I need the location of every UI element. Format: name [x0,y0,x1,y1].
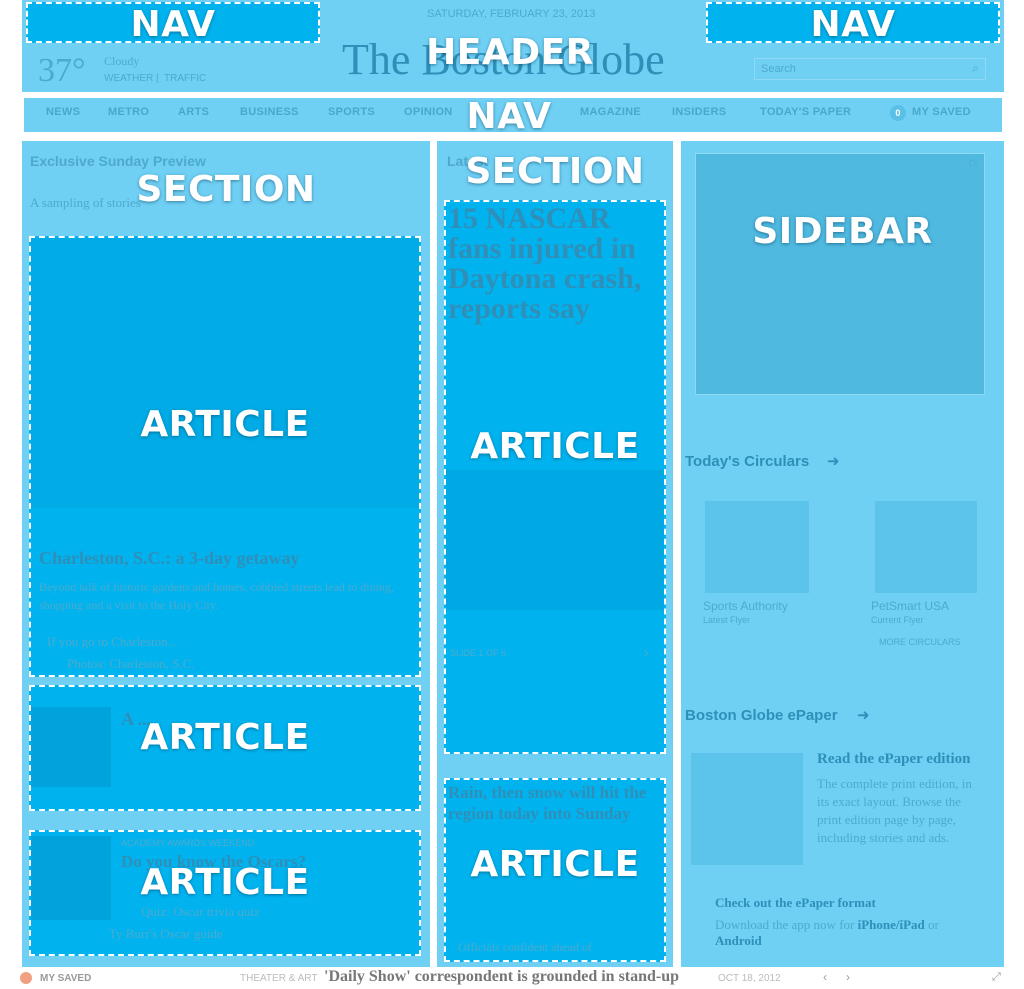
arrow-right-icon: ➜ [827,453,840,470]
article-label: ARTICLE [140,862,310,903]
slide-counter: SLIDE 1 OF 6 [450,648,507,658]
nav-label: NAV [466,96,552,137]
article-left-3[interactable]: ACADEMY AWARDS WEEKEND Do you know the O… [29,830,421,956]
article-kicker: ACADEMY AWARDS WEEKEND [121,838,255,848]
section-heading: Exclusive Sunday Preview [30,153,206,169]
link-separator: | [156,73,159,84]
footer-kicker: THEATER & ART [240,973,318,984]
nav-item-todays-paper[interactable]: TODAY'S PAPER [760,106,852,118]
nav-item-metro[interactable]: METRO [108,106,150,118]
search-input[interactable]: Search ⌕ [754,58,986,80]
footer-bar: MY SAVED THEATER & ART 'Daily Show' corr… [8,967,1016,989]
sidebar: ▷ SIDEBAR Today's Circulars ➜ Sports Aut… [681,141,1004,975]
article-weather[interactable]: Rain, then snow will hit the region toda… [444,778,666,962]
nav-item-news[interactable]: NEWS [46,106,81,118]
article-charleston[interactable]: Charleston, S.C.: a 3-day getaway Beyond… [29,236,421,677]
article-photo[interactable] [446,470,664,610]
epaper-app-text: Download the app now for [715,917,855,932]
epaper-description: The complete print edition, in its exact… [817,776,972,845]
circular-thumbnail-sports-authority[interactable] [705,501,809,593]
weather-link[interactable]: WEATHER [104,73,154,84]
article-headline[interactable]: Rain, then snow will hit the region toda… [448,783,647,823]
more-circulars-link[interactable]: MORE CIRCULARS [879,637,961,647]
epaper-thumbnail[interactable] [691,753,803,865]
ad-banner[interactable]: ▷ [695,153,985,395]
nav-item-arts[interactable]: ARTS [178,106,210,118]
article-title[interactable]: A ... [121,709,152,729]
epaper-app-line: Download the app now for iPhone/iPad or … [715,917,985,949]
article-label: ARTICLE [140,404,310,445]
article-thumbnail[interactable] [31,707,111,787]
epaper-link-format[interactable]: Check out the ePaper format [715,895,876,910]
masthead-logo[interactable]: The Boston Globe [342,35,665,84]
article-thumbnail[interactable] [31,836,111,920]
nav-item-business[interactable]: BUSINESS [240,106,299,118]
article-link-if-you-go[interactable]: If you go to Charleston... [47,634,178,649]
circular-name[interactable]: PetSmart USA [871,599,950,613]
nav-top-left[interactable]: NAV [26,2,320,45]
search-icon[interactable]: ⌕ [972,61,979,75]
temperature: 37° [38,52,86,89]
circulars-heading[interactable]: Today's Circulars [685,453,810,470]
article-headline[interactable]: 15 NASCAR fans injured in Daytona crash,… [448,202,642,325]
prev-arrow-icon[interactable]: ‹ [823,970,827,984]
slide-next-icon[interactable]: › [644,644,649,660]
epaper-heading[interactable]: Boston Globe ePaper [685,707,838,724]
article-left-2[interactable]: A ... ARTICLE [29,685,421,811]
android-link[interactable]: Android [715,933,762,948]
nav-item-magazine[interactable]: MAGAZINE [580,106,642,118]
weather-condition: Cloudy [104,54,140,68]
nav-top-right[interactable]: NAV [706,2,1000,45]
circular-subtitle: Latest Flyer [703,615,751,625]
main-nav: NEWS METRO ARTS BUSINESS SPORTS OPINION … [22,96,1004,137]
article-link-quiz[interactable]: Quiz: Oscar trivia quiz [141,904,260,919]
article-bullet[interactable]: Ty Burr's Oscar guide [109,926,223,941]
footer-date: OCT 18, 2012 [718,973,781,984]
article-title[interactable]: Charleston, S.C.: a 3-day getaway [39,548,300,568]
circular-thumbnail-petsmart[interactable] [875,501,977,593]
epaper-title[interactable]: Read the ePaper edition [817,751,971,767]
next-arrow-icon[interactable]: › [846,970,850,984]
nav-item-opinion[interactable]: OPINION [404,106,453,118]
article-label: ARTICLE [470,426,640,467]
nav-label: NAV [130,4,216,45]
my-saved-link[interactable]: MY SAVED [912,106,971,118]
nav-item-insiders[interactable]: INSIDERS [672,106,727,118]
section-heading: Latest [447,153,489,169]
article-summary: Beyond talk of historic gardens and home… [39,580,394,612]
ad-choices-icon[interactable]: ▷ [969,157,978,169]
circular-name[interactable]: Sports Authority [703,599,788,613]
section-label: SECTION [465,151,645,192]
header-label: HEADER [426,32,594,73]
sidebar-label: SIDEBAR [752,211,933,252]
footer-my-saved[interactable]: MY SAVED [40,973,92,984]
article-photo[interactable] [31,238,419,508]
footer-headline[interactable]: 'Daily Show' correspondent is grounded i… [324,968,680,985]
traffic-link[interactable]: TRAFFIC [164,73,207,84]
article-label: ARTICLE [470,844,640,885]
masthead-date: SATURDAY, FEBRUARY 23, 2013 [427,8,596,20]
iphone-ipad-link[interactable]: iPhone/iPad [857,917,925,932]
article-label: ARTICLE [140,717,310,758]
section-label: SECTION [136,169,316,210]
my-saved-count-icon[interactable]: 0 [890,105,906,121]
nav-label: NAV [810,4,896,45]
section-intro: A sampling of stories [30,195,141,210]
saved-icon[interactable] [20,972,32,984]
arrow-right-icon: ➜ [857,707,870,724]
epaper-or-text: or [928,917,939,932]
article-link-photos[interactable]: Photos: Charleston, S.C. [67,656,195,671]
article-title[interactable]: Do you know the Oscars? [121,852,307,871]
expand-icon[interactable]: ⤢ [992,971,1001,983]
circular-subtitle: Current Flyer [871,615,924,625]
nav-item-sports[interactable]: SPORTS [328,106,376,118]
article-nascar[interactable]: 15 NASCAR fans injured in Daytona crash,… [444,200,666,754]
search-placeholder: Search [761,63,796,75]
article-bullet[interactable]: Officials confident ahead of [458,940,593,954]
